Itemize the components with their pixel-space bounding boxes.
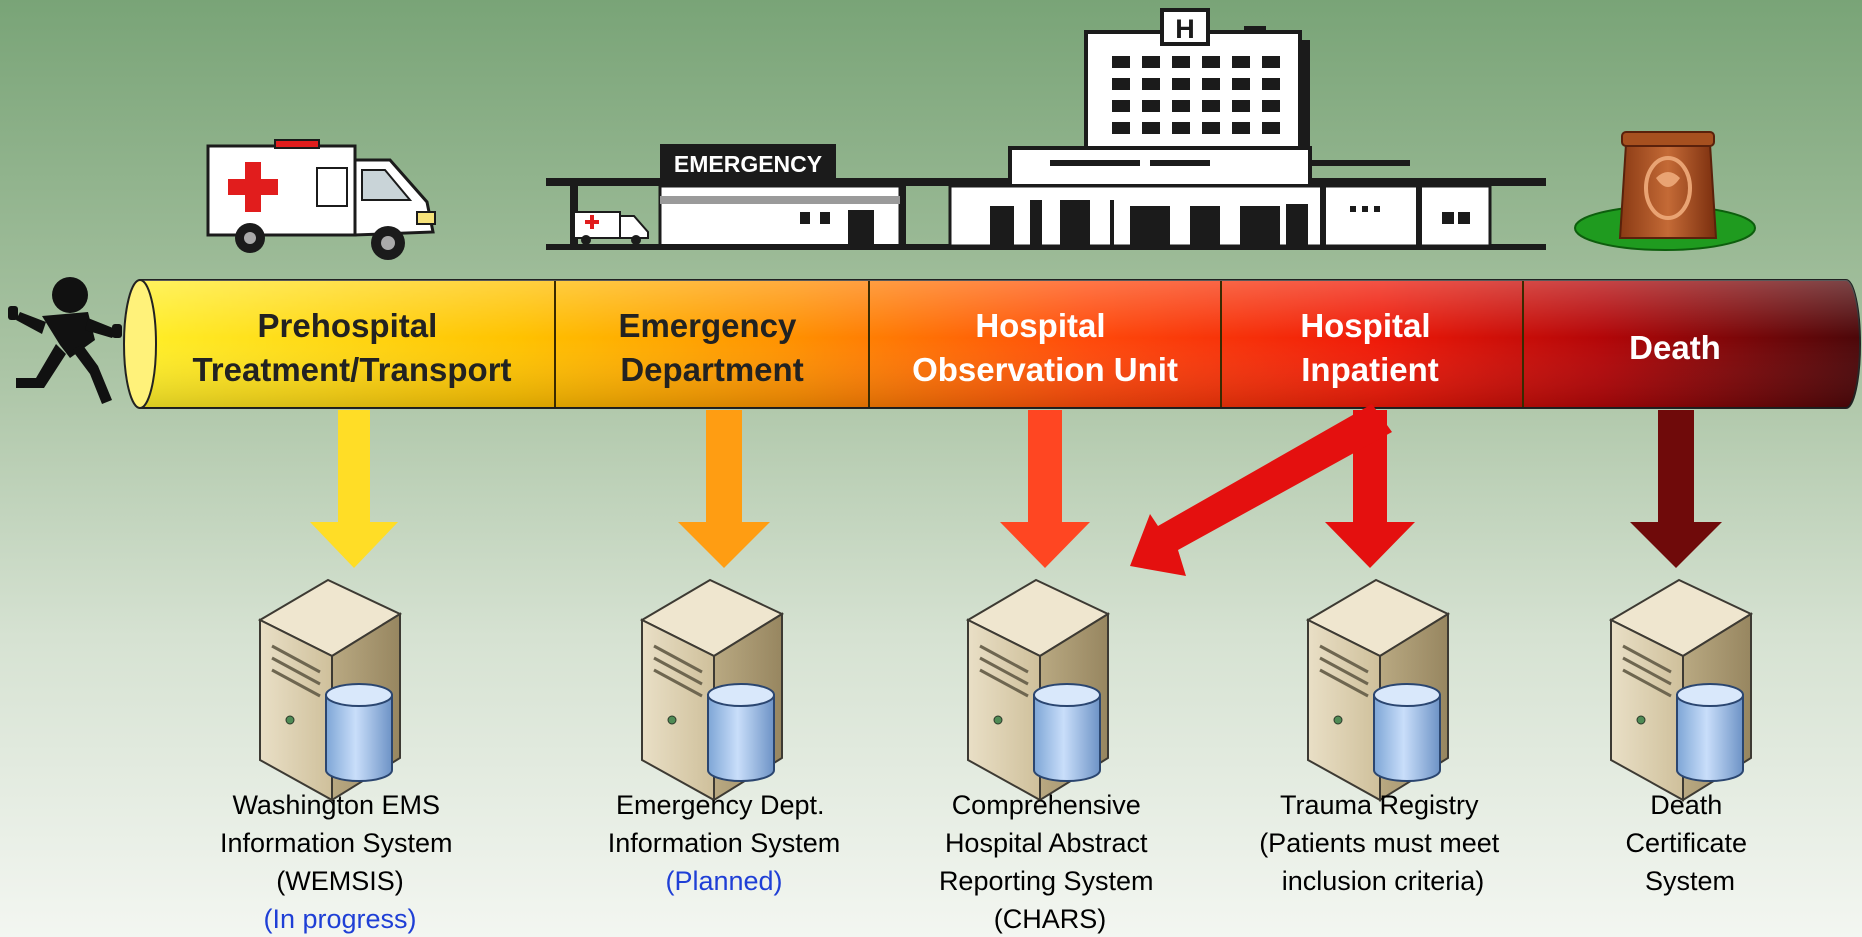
ambulance-icon (206, 139, 436, 260)
system-ed-label: Emergency Dept. Information System (608, 790, 841, 858)
server-database-icon (1306, 578, 1450, 802)
arrow-inpatient-to-chars (1130, 404, 1392, 576)
arrow-to-trauma-registry (1325, 410, 1415, 568)
arrow-to-ed-system (678, 410, 770, 568)
server-database-icon (640, 578, 784, 802)
arrow-to-wemsis (310, 410, 398, 568)
system-death-certificate-label: Death Certificate System (1625, 790, 1754, 896)
system-ed-status: (Planned) (665, 866, 782, 896)
system-wemsis-label: Washington EMS Information System (WEMSI… (220, 790, 460, 896)
stage-inpatient: Hospital Inpatient (1300, 307, 1439, 388)
server-database-icon (1609, 578, 1753, 802)
running-person-icon (8, 277, 122, 404)
stage-observation-unit: Hospital Observation Unit (912, 307, 1178, 388)
stage-prehospital: Prehospital Treatment/Transport (192, 307, 511, 388)
arrow-to-death-certificate (1630, 410, 1722, 568)
stage-death: Death (1629, 329, 1721, 366)
hospital-building-icon: H (948, 8, 1492, 248)
care-timeline-tube: Prehospital Treatment/Transport Emergenc… (123, 279, 1861, 409)
system-wemsis-status: (In progress) (263, 904, 416, 934)
arrow-to-chars (1000, 410, 1090, 568)
urn-icon (1574, 131, 1756, 251)
emergency-sign: EMERGENCY (674, 151, 822, 177)
server-database-icon (966, 578, 1110, 802)
system-trauma-registry-label: Trauma Registry (Patients must meet incl… (1259, 790, 1507, 896)
system-chars-label: Comprehensive Hospital Abstract Reportin… (939, 790, 1161, 934)
server-database-icon (258, 578, 402, 802)
hospital-sign: H (1175, 14, 1195, 44)
stage-emergency-department: Emergency Department (618, 307, 805, 388)
data-flow-arrows (310, 404, 1722, 576)
